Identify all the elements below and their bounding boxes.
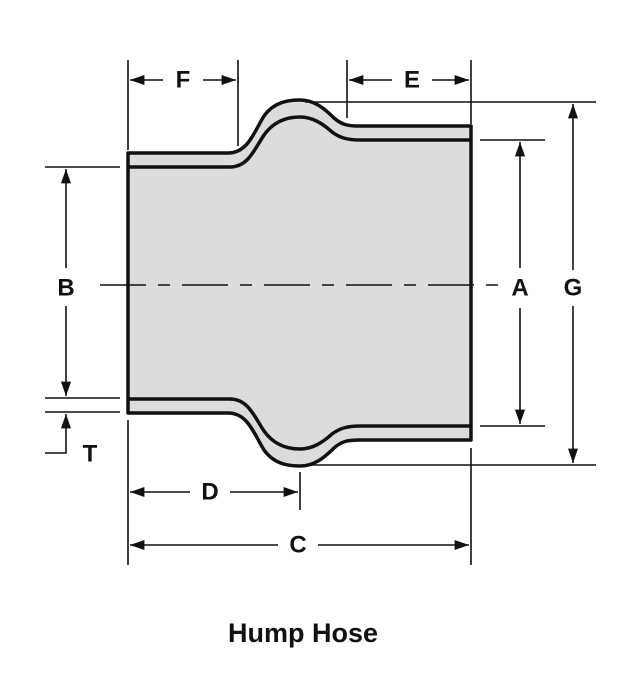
label-c: C <box>289 532 306 559</box>
diagram-title: Hump Hose <box>228 618 378 648</box>
hose-inner-wall-top <box>128 115 471 169</box>
dimension-d: D <box>130 479 298 506</box>
dimension-t: T <box>45 414 98 468</box>
label-d: D <box>201 479 218 506</box>
label-f: F <box>176 67 191 94</box>
label-g: G <box>564 275 583 302</box>
label-t: T <box>83 441 98 468</box>
dimension-g: G <box>305 101 596 466</box>
hose-inner-wall-bottom <box>128 397 471 451</box>
label-b: B <box>57 275 74 302</box>
dimension-a: A <box>480 139 545 427</box>
dimension-b: B <box>45 166 120 413</box>
dimension-f: F <box>127 60 239 150</box>
label-a: A <box>511 275 528 302</box>
hose-body <box>126 98 473 468</box>
label-e: E <box>404 67 420 94</box>
dimension-c: C <box>130 532 469 559</box>
dimension-e: E <box>346 60 472 124</box>
